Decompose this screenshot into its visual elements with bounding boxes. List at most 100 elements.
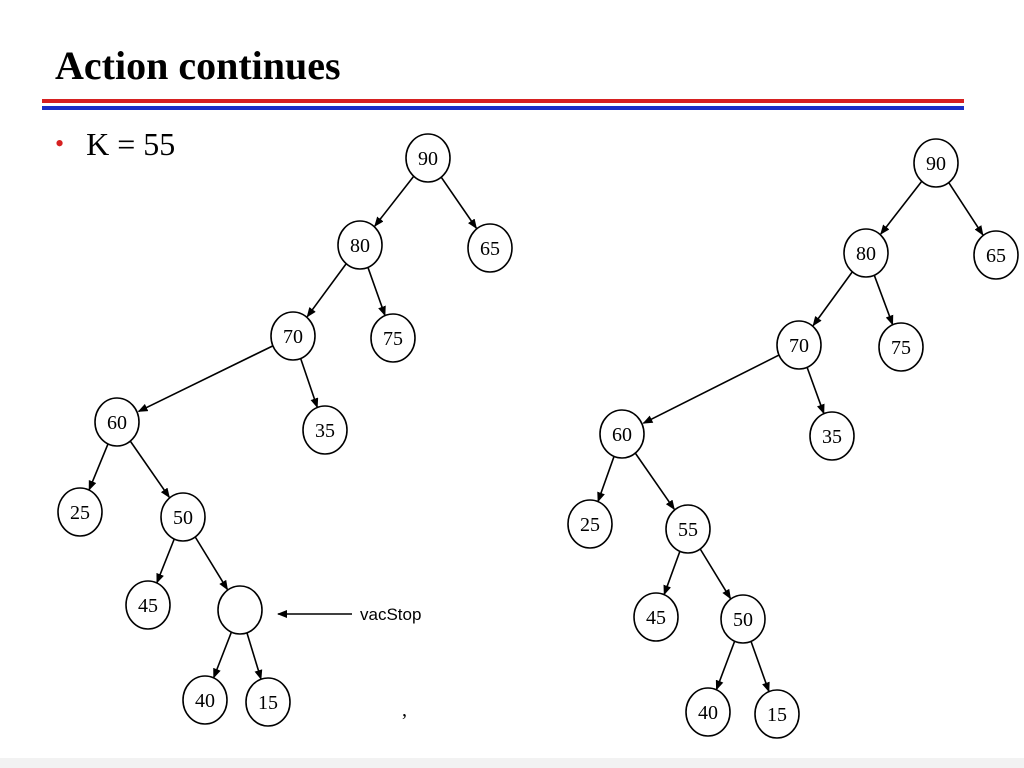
left-tree-edge <box>129 440 170 499</box>
right-tree-node: 75 <box>878 322 924 372</box>
node-circle <box>754 689 800 739</box>
left-tree-node: 35 <box>302 405 348 455</box>
node-circle <box>633 592 679 642</box>
left-tree-node: 50 <box>160 492 206 542</box>
right-tree-edge <box>806 366 825 415</box>
left-tree-edge <box>88 442 109 491</box>
left-tree-node: 15 <box>245 677 291 727</box>
node-label: 40 <box>698 702 718 724</box>
node-circle <box>405 133 451 183</box>
node-circle <box>973 230 1019 280</box>
node-circle <box>599 409 645 459</box>
node-circle <box>665 504 711 554</box>
right-tree-node: 90 <box>913 138 959 188</box>
bullet-item: • K = 55 <box>55 126 175 163</box>
node-label: 50 <box>173 507 193 529</box>
bottom-strip <box>0 758 1024 768</box>
right-tree-node: 65 <box>973 230 1019 280</box>
right-tree-edge <box>947 181 984 236</box>
right-tree-edge <box>873 274 894 326</box>
left-tree-node: 40 <box>182 675 228 725</box>
node-label: 15 <box>767 704 787 726</box>
node-circle <box>217 585 263 635</box>
left-tree-edge <box>245 631 263 680</box>
node-circle <box>776 320 822 370</box>
node-circle <box>467 223 513 273</box>
node-label: 65 <box>480 238 500 260</box>
left-tree-node: 80 <box>337 220 383 270</box>
node-label: 80 <box>350 235 370 257</box>
node-label: 75 <box>383 328 403 350</box>
right-tree-edge <box>663 550 681 596</box>
node-circle <box>809 411 855 461</box>
right-tree-edge <box>699 548 732 600</box>
node-label: 50 <box>733 609 753 631</box>
right-tree-node: 15 <box>754 689 800 739</box>
left-tree-edge <box>194 536 229 591</box>
node-label: 55 <box>678 519 698 541</box>
node-label: 35 <box>315 420 335 442</box>
node-label: 45 <box>646 607 666 629</box>
left-tree-node: 65 <box>467 223 513 273</box>
left-tree-edge <box>440 176 478 230</box>
node-label: 60 <box>107 412 127 434</box>
right-tree-node: 70 <box>776 320 822 370</box>
left-tree-edge <box>212 631 233 679</box>
node-label: 60 <box>612 424 632 446</box>
node-label: 35 <box>822 426 842 448</box>
right-tree-edge <box>642 354 779 424</box>
right-tree-node: 55 <box>665 504 711 554</box>
right-tree-node: 50 <box>720 594 766 644</box>
node-circle <box>94 397 140 447</box>
node-circle <box>182 675 228 725</box>
right-tree-edge <box>749 640 770 693</box>
node-label: 15 <box>258 692 278 714</box>
left-tree-node: 25 <box>57 487 103 537</box>
node-label: 25 <box>70 502 90 524</box>
node-circle <box>370 313 416 363</box>
node-circle <box>337 220 383 270</box>
node-label: 40 <box>195 690 215 712</box>
node-circle <box>843 228 889 278</box>
node-circle <box>57 487 103 537</box>
pointer-label: vacStop <box>360 605 421 624</box>
node-circle <box>913 138 959 188</box>
node-circle <box>567 499 613 549</box>
left-tree-node: 45 <box>125 580 171 630</box>
left-tree-node <box>217 585 263 635</box>
node-label: 65 <box>986 245 1006 267</box>
right-tree-edge <box>715 640 736 691</box>
left-tree-node: 70 <box>270 311 316 361</box>
right-tree-node: 80 <box>843 228 889 278</box>
bullet-text: K = 55 <box>86 126 176 162</box>
left-tree-edge <box>374 175 415 227</box>
right-tree-edge <box>880 180 923 235</box>
node-circle <box>302 405 348 455</box>
left-tree-node: 60 <box>94 397 140 447</box>
right-tree-node: 35 <box>809 411 855 461</box>
node-circle <box>270 311 316 361</box>
node-circle <box>720 594 766 644</box>
node-label: 70 <box>283 326 303 348</box>
node-label: 25 <box>580 514 600 536</box>
node-circle <box>685 687 731 737</box>
left-tree-edge <box>299 357 319 409</box>
node-circle <box>125 580 171 630</box>
slide-title: Action continues <box>55 43 341 88</box>
left-tree-edge <box>137 345 273 413</box>
right-tree-edge <box>597 455 616 503</box>
left-tree-edge <box>156 538 176 584</box>
left-tree-edge <box>366 266 386 317</box>
vacstop-pointer: vacStop <box>277 605 421 624</box>
node-label: 80 <box>856 243 876 265</box>
right-tree-node: 40 <box>685 687 731 737</box>
node-label: 75 <box>891 337 911 359</box>
title-underline-red <box>42 99 964 103</box>
bullet-dot-icon: • <box>55 129 65 158</box>
right-tree-edge <box>812 271 854 327</box>
left-tree-edge <box>306 263 348 318</box>
left-tree-node: 90 <box>405 133 451 183</box>
right-tree-node: 25 <box>567 499 613 549</box>
node-label: 70 <box>789 335 809 357</box>
